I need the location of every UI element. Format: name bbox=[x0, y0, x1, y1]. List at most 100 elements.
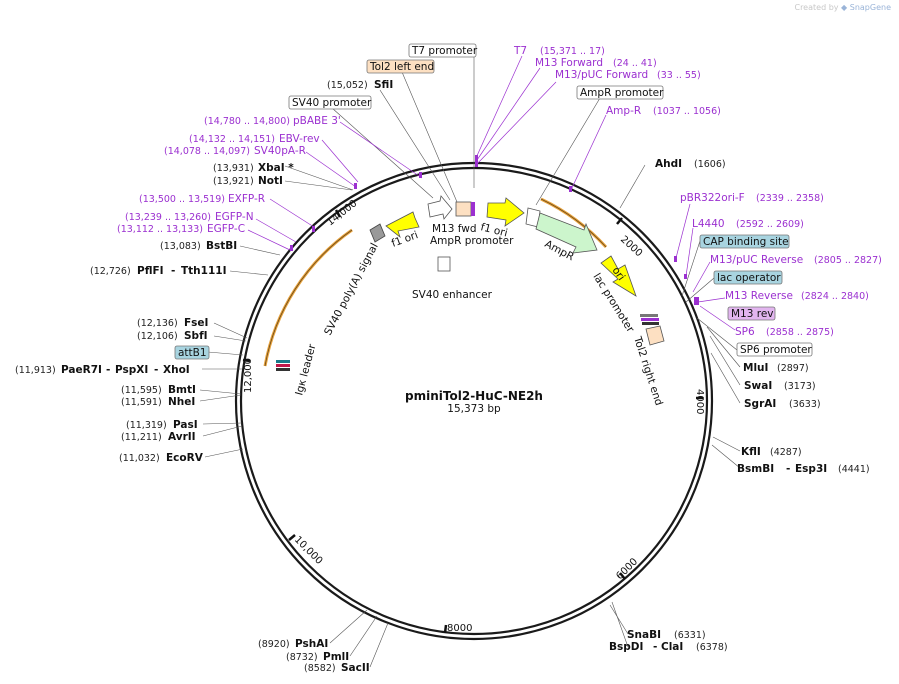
enzyme-sfii-name: SfiI bbox=[374, 79, 393, 91]
enzyme-paer7i-name: PaeR7I bbox=[61, 364, 102, 376]
enzyme-pmli-pos: (8732) bbox=[286, 652, 318, 663]
enzyme-swai-pos: (3173) bbox=[784, 381, 816, 392]
enzyme-sacii-name: SacII bbox=[341, 662, 370, 674]
enzyme-paer7i-sep2: - bbox=[154, 364, 158, 376]
primer-site-t7 bbox=[475, 155, 478, 167]
primer-site-ampr bbox=[569, 186, 572, 192]
lac-operator-box bbox=[713, 270, 783, 285]
tick-label-8000: 8000 bbox=[447, 623, 472, 634]
enzyme-bstbi-name: BstBI bbox=[206, 240, 237, 252]
enzyme-ecorv-name: EcoRV bbox=[166, 452, 204, 464]
attb1-label: attB1 bbox=[178, 347, 207, 359]
attb1-box bbox=[174, 345, 210, 360]
primer-m13rev-pos: (2824 .. 2840) bbox=[801, 291, 869, 302]
enzyme-bmti-name: BmtI bbox=[168, 384, 196, 396]
m13-fwd-arrow bbox=[427, 195, 453, 220]
enzyme-noti-pos: (13,921) bbox=[213, 176, 254, 187]
primer-site-pbr bbox=[674, 256, 677, 262]
primer-pbr-name: pBR322ori-F bbox=[680, 192, 745, 204]
primer-labels: T7 (15,371 .. 17) M13 Forward (24 .. 41)… bbox=[117, 45, 882, 338]
primer-site-sv40pa bbox=[354, 183, 357, 189]
enzyme-sgrai-pos: (3633) bbox=[789, 399, 821, 410]
enzyme-pflfi-name: PflFI bbox=[137, 265, 164, 277]
enzyme-snabi-name: SnaBI bbox=[627, 629, 661, 641]
primer-lines bbox=[247, 55, 736, 331]
primer-l4440-pos: (2592 .. 2609) bbox=[736, 219, 804, 230]
tol2-right-end-box bbox=[645, 325, 665, 346]
primer-site-pbabe bbox=[419, 172, 422, 178]
f1-ori-left-arrow bbox=[385, 211, 420, 239]
primer-sv40pa-pos: (14,078 .. 14,097) bbox=[164, 146, 250, 157]
primer-m13rev-name: M13 Reverse bbox=[725, 290, 793, 302]
enzyme-pflfi-sep: - bbox=[171, 265, 175, 277]
primer-egfpc-pos: (13,112 .. 13,133) bbox=[117, 224, 203, 235]
tick-label-12000: 12,000 bbox=[243, 358, 254, 393]
primer-site-exfp bbox=[312, 226, 315, 232]
primer-sv40pa-name: SV40pA-R bbox=[254, 145, 306, 157]
sp6-promoter-label: SP6 promoter bbox=[740, 344, 812, 356]
enzyme-kfli-name: KflI bbox=[741, 446, 761, 458]
tick-6000 bbox=[619, 572, 626, 580]
tick-8000 bbox=[443, 624, 448, 634]
primer-pbabe-pos: (14,780 .. 14,800) bbox=[204, 116, 290, 127]
enzyme-pflfi-pos: (12,726) bbox=[90, 266, 131, 277]
primer-ebv-pos: (14,132 .. 14,151) bbox=[189, 134, 275, 145]
lac-operator-label: lac operator bbox=[717, 272, 781, 284]
lac-region bbox=[640, 314, 659, 325]
sv40-polya-feature bbox=[369, 223, 386, 243]
primer-l4440-name: L4440 bbox=[692, 218, 725, 230]
leader-lines bbox=[199, 56, 741, 668]
enzyme-sbfi-pos: (12,106) bbox=[137, 331, 178, 342]
tol2-left-end-tag bbox=[366, 59, 435, 74]
ampr-promoter-box bbox=[576, 85, 664, 100]
cap-binding-site-label: CAP binding site bbox=[703, 236, 789, 248]
enzyme-bspdi-sep: - bbox=[653, 641, 657, 653]
enzyme-labels-right: AhdI (1606) MluI (2897) SwaI (3173) SgrA… bbox=[609, 158, 870, 653]
enzyme-nhei-pos: (11,591) bbox=[121, 397, 162, 408]
enzyme-pshai-pos: (8920) bbox=[258, 639, 290, 650]
enzyme-avrii-pos: (11,211) bbox=[121, 432, 162, 443]
sv40-promoter-box bbox=[288, 95, 372, 110]
primer-egfpn-name: EGFP-N bbox=[215, 211, 254, 223]
enzyme-paer7i-pos: (11,913) bbox=[15, 365, 56, 376]
label-sv40-polya: SV40 poly(A) signal bbox=[322, 241, 381, 337]
enzyme-ahdi-pos: (1606) bbox=[694, 159, 726, 170]
primer-m13fwd-name: M13 Forward bbox=[535, 57, 603, 69]
sv40-promoter-label: SV40 promoter bbox=[292, 97, 372, 109]
primer-site-l4440 bbox=[684, 274, 687, 279]
primer-m13pucfwd-name: M13/pUC Forward bbox=[555, 69, 648, 81]
enzyme-xbai-pos: (13,931) bbox=[213, 163, 254, 174]
enzyme-noti-name: NotI bbox=[258, 175, 283, 187]
snapgene-logo-icon: ◆ bbox=[841, 3, 848, 12]
primer-sp6-pos: (2858 .. 2875) bbox=[766, 327, 834, 338]
label-m13-fwd: M13 fwd bbox=[432, 223, 477, 235]
enzyme-sgrai-name: SgrAI bbox=[744, 398, 776, 410]
m13-rev-label: M13 rev bbox=[731, 308, 774, 320]
enzyme-avrii-name: AvrII bbox=[168, 431, 196, 443]
primer-exfp-pos: (13,500 .. 13,519) bbox=[139, 194, 225, 205]
primer-t7-pos: (15,371 .. 17) bbox=[540, 46, 605, 57]
primer-egfpn-pos: (13,239 .. 13,260) bbox=[125, 212, 211, 223]
tol2-left-end-box bbox=[455, 201, 472, 217]
enzyme-sfii-pos: (15,052) bbox=[327, 80, 368, 91]
plasmid-name: pminiTol2-HuC-NE2h bbox=[405, 389, 543, 403]
feature-labels: f1 ori M13 fwd f1 ori AmpR promoter AmpR… bbox=[293, 221, 664, 407]
igk-leader-mark bbox=[276, 360, 290, 371]
enzyme-swai-name: SwaI bbox=[744, 380, 772, 392]
enzyme-nhei-name: NheI bbox=[168, 396, 195, 408]
enzyme-mlui-name: MluI bbox=[743, 362, 768, 374]
tick-label-4000: 4000 bbox=[694, 389, 705, 414]
enzyme-paer7i-sep1: - bbox=[106, 364, 110, 376]
enzyme-ecorv-pos: (11,032) bbox=[119, 453, 160, 464]
enzyme-tth111i-name: Tth111I bbox=[181, 265, 226, 277]
ori-arrow bbox=[600, 255, 637, 297]
enzyme-kfli-pos: (4287) bbox=[770, 447, 802, 458]
m13-rev-box bbox=[727, 306, 776, 321]
enzyme-bstbi-pos: (13,083) bbox=[160, 241, 201, 252]
ampr-arrow bbox=[535, 212, 598, 254]
primer-sites bbox=[290, 155, 699, 305]
primer-ampr-pos: (1037 .. 1056) bbox=[653, 106, 721, 117]
enzyme-sacii-pos: (8582) bbox=[304, 663, 336, 674]
ampr-promoter-label: AmpR promoter bbox=[580, 87, 664, 99]
enzyme-pasi-name: PasI bbox=[173, 419, 198, 431]
